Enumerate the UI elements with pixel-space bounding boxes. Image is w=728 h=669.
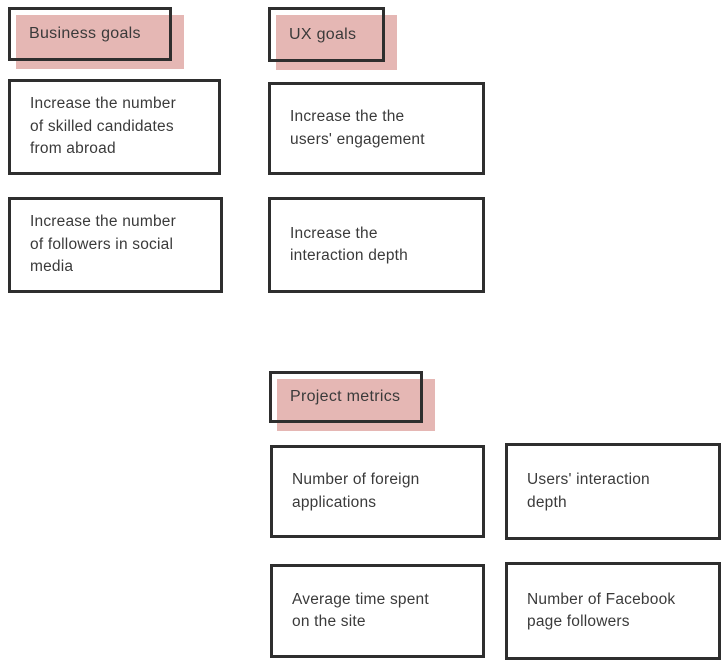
business-goals-header-label: Business goals (8, 7, 172, 61)
metric-card-average-time: Average time spent on the site (270, 564, 485, 658)
project-metrics-header-label: Project metrics (269, 371, 423, 423)
project-metrics-header: Project metrics (269, 371, 435, 431)
ux-goal-card-engagement: Increase the the users' engagement (268, 82, 485, 175)
metric-card-facebook-followers: Number of Facebook page followers (505, 562, 721, 660)
ux-goals-header-label: UX goals (268, 7, 385, 62)
metric-card-foreign-applications: Number of foreign applications (270, 445, 485, 538)
business-goal-card-skilled-candidates: Increase the number of skilled candidate… (8, 79, 221, 175)
business-goals-header: Business goals (8, 7, 184, 69)
metric-card-interaction-depth: Users' interaction depth (505, 443, 721, 540)
business-goal-card-social-followers: Increase the number of followers in soci… (8, 197, 223, 293)
ux-goal-card-interaction-depth: Increase the interaction depth (268, 197, 485, 293)
ux-goals-header: UX goals (268, 7, 397, 70)
